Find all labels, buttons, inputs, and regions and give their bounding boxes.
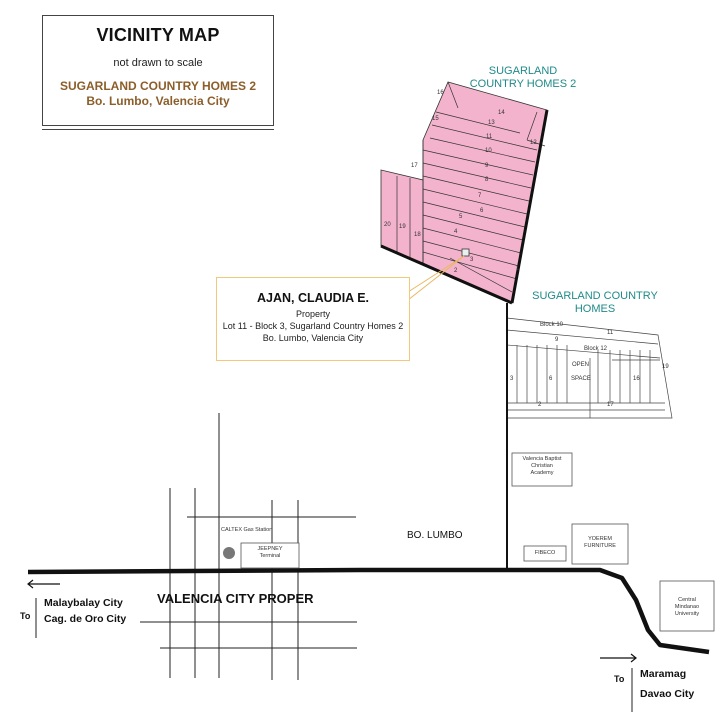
baptist-line3: Academy: [530, 470, 554, 476]
lot-number: 2: [538, 402, 542, 408]
sch2-lot-lines: [396, 81, 546, 293]
project-name: SUGARLAND COUNTRY HOMES 2: [59, 79, 256, 93]
title-rule-2: [42, 129, 274, 130]
scale-note: not drawn to scale: [113, 57, 203, 69]
lot-number: 7: [478, 193, 482, 199]
west-to-label: To: [20, 611, 31, 621]
cmu-label: Central Mindanao University: [660, 597, 714, 618]
bo-lumbo-label: BO. LUMBO: [407, 530, 463, 541]
sch-label-line2: HOMES: [574, 303, 616, 315]
map-title: VICINITY MAP: [96, 25, 220, 45]
sch2-label: SUGARLAND COUNTRY HOMES 2: [468, 65, 578, 91]
fibeco-box[interactable]: [523, 545, 567, 562]
national-highway[interactable]: [27, 567, 710, 655]
lot-number: 16: [437, 90, 444, 96]
lot-number: 20: [384, 222, 391, 228]
yoerem-furniture-label: YOEREM FURNITURE: [572, 536, 628, 550]
property-lot: Lot 11 - Block 3, Sugarland Country Home…: [222, 321, 404, 331]
lot-number: 17: [411, 163, 418, 169]
lot-number: 5: [459, 214, 463, 220]
lot-number: 13: [488, 120, 495, 126]
sch-blocks: [506, 317, 673, 419]
baptist-academy-label: Valencia Baptist Christian Academy: [512, 456, 572, 477]
lot-number: 19: [399, 224, 406, 230]
property-address: Bo. Lumbo, Valencia City: [262, 333, 364, 343]
owner-name: AJAN, CLAUDIA E.: [256, 291, 370, 305]
east-destination-1: Maramag: [640, 668, 687, 680]
west-destination-1: Malaybalay City: [44, 597, 123, 609]
open-space-label: OPEN: [572, 362, 590, 368]
lot-number: 11: [486, 134, 493, 140]
block-12-label: Block 12: [584, 346, 608, 352]
caltex-station-icon[interactable]: [223, 547, 235, 559]
title-rule-1: [42, 125, 274, 126]
sch-label-line1: SUGARLAND COUNTRY: [532, 290, 658, 302]
lot-number: 3: [470, 257, 474, 263]
valencia-streets: [35, 413, 633, 712]
baptist-academy-box[interactable]: [511, 452, 573, 487]
open-space-label: SPACE: [571, 376, 591, 382]
west-destination-2: Cag. de Oro City: [44, 613, 127, 625]
lot-number: 9: [485, 163, 489, 169]
lot-number: 15: [432, 116, 439, 122]
lot-number: 12: [530, 140, 537, 146]
jeepney-line1: JEEPNEY: [257, 546, 283, 552]
lot-number: 3: [510, 376, 514, 382]
west-arrow-icon: [27, 579, 60, 589]
project-location: Bo. Lumbo, Valencia City: [86, 94, 230, 108]
property-kind: Property: [295, 309, 330, 319]
yoerem-line1: YOEREM: [588, 536, 612, 542]
baptist-line2: Christian: [531, 463, 553, 469]
lot-number: 10: [485, 148, 492, 154]
lot-number: 18: [414, 232, 421, 238]
sch2-label-line1: SUGARLAND: [488, 65, 558, 77]
lot-number: 6: [549, 376, 553, 382]
lot-number: 8: [485, 177, 489, 183]
caltex-label: CALTEX Gas Station: [221, 527, 273, 533]
cmu-line2: Mindanao: [674, 604, 700, 610]
block-10-label: Block 10: [540, 322, 564, 328]
property-callout[interactable]: AJAN, CLAUDIA E. Property Lot 11 - Block…: [216, 277, 410, 361]
valencia-proper-label: VALENCIA CITY PROPER: [157, 591, 314, 606]
lot-number: 2: [454, 268, 458, 274]
fibeco-label: FIBECO: [534, 550, 556, 556]
lot-number: 14: [498, 110, 505, 116]
lot-number: 9: [555, 337, 559, 343]
lot-number: 11: [607, 330, 614, 336]
property-marker[interactable]: [461, 248, 470, 257]
lot-number: 4: [454, 229, 458, 235]
jeepney-line2: Terminal: [259, 553, 281, 559]
jeepney-terminal-box[interactable]: [240, 542, 300, 569]
sch-label: SUGARLAND COUNTRY HOMES: [530, 290, 660, 316]
cmu-line3: University: [674, 611, 700, 617]
lot-number: 6: [480, 208, 484, 214]
cmu-box[interactable]: [659, 580, 715, 632]
jeepney-terminal-label: JEEPNEY Terminal: [241, 546, 299, 560]
lot-number: 16: [633, 376, 640, 382]
east-to-label: To: [614, 674, 625, 684]
lot-number: 1: [516, 266, 520, 272]
cmu-line1: Central: [678, 597, 696, 603]
east-arrow-icon: [600, 653, 637, 663]
title-block: VICINITY MAP not drawn to scale SUGARLAN…: [42, 15, 274, 126]
lot-number: 17: [607, 402, 614, 408]
baptist-line1: Valencia Baptist: [522, 456, 562, 462]
yoerem-line2: FURNITURE: [584, 543, 616, 549]
yoerem-furniture-box[interactable]: [571, 523, 629, 565]
east-destination-2: Davao City: [640, 688, 695, 700]
sch2-label-line2: COUNTRY HOMES 2: [469, 78, 577, 90]
lot-number: 19: [662, 364, 669, 370]
